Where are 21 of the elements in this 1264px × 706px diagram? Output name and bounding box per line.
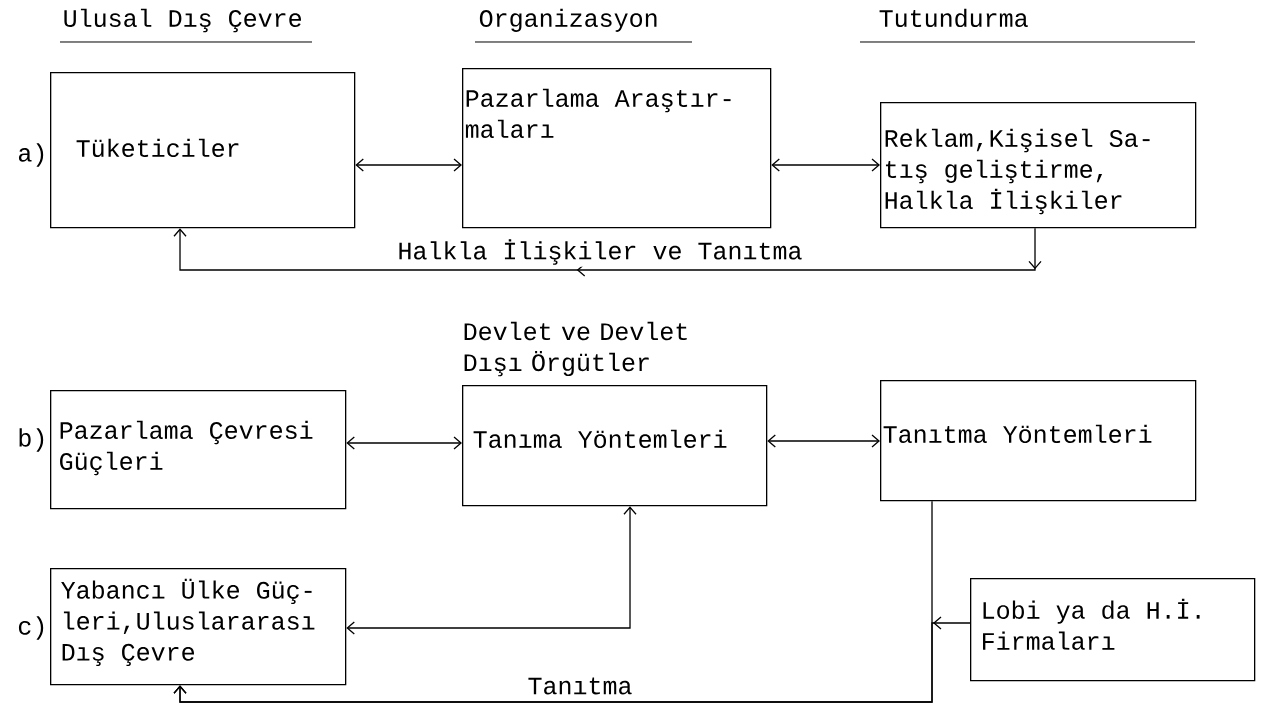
column-heading: Ulusal Dış Çevre <box>64 8 301 33</box>
process-box: Lobi ya da H.İ. Firmaları <box>970 578 1256 682</box>
edge-label: Halkla İlişkiler ve Tanıtma <box>395 237 805 267</box>
arrow <box>173 227 1042 277</box>
process-box: Pazarlama Çevresi Güçleri <box>50 390 347 510</box>
process-box: Tanıma Yöntemleri <box>462 385 768 507</box>
arrow <box>355 158 462 172</box>
edge-label: Tanıtma <box>525 675 635 697</box>
process-box: Tüketiciler <box>50 72 356 229</box>
arrow <box>771 158 880 172</box>
arrow <box>346 506 637 635</box>
process-box: Yabancı Ülke Güç- leri,Uluslararası Dış Çevre <box>50 568 347 686</box>
process-box: Reklam,Kişisel Sa- tış geliştirme, Halkla İlişkiler <box>880 102 1197 229</box>
process-box: Tanıtma Yöntemleri <box>880 380 1197 502</box>
arrow <box>173 616 971 703</box>
column-heading: Tutundurma <box>879 8 1028 28</box>
arrow <box>346 436 462 450</box>
process-box: Pazarlama Araştır- maları <box>462 68 772 229</box>
arrow <box>767 434 880 448</box>
column-heading: Organizasyon <box>479 8 657 32</box>
box-caption: Devlet ve Devlet Dışı Örgütler <box>464 321 687 377</box>
